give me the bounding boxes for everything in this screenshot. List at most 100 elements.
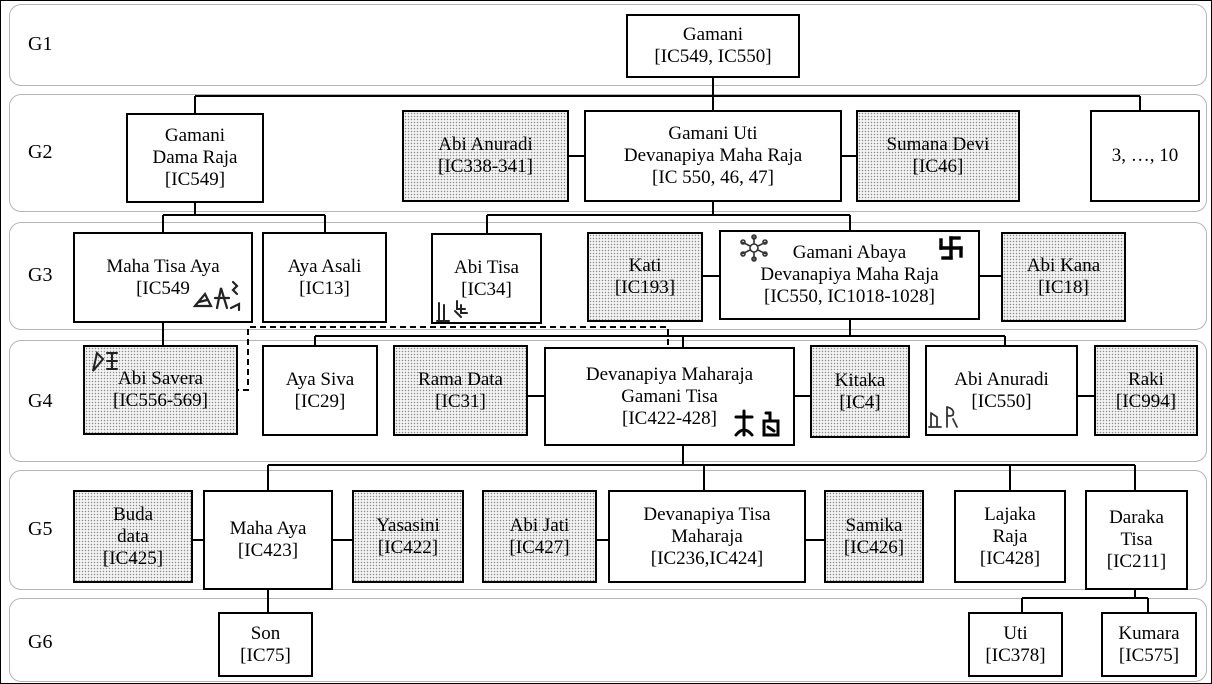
node-name-line-2: data: [117, 525, 149, 547]
node-gamani-tisa: Devanapiya Maharaja Gamani Tisa [IC422-4…: [544, 347, 795, 446]
node-inscriptions: [IC75]: [240, 644, 291, 666]
node-kumara: Kumara [IC575]: [1101, 612, 1197, 677]
node-inscriptions: [IC34]: [461, 278, 512, 300]
node-inscriptions: [IC549, IC550]: [654, 46, 772, 67]
node-name: Lajaka: [984, 503, 1036, 525]
node-name: Aya Siva: [285, 368, 355, 390]
node-uti: Uti [IC378]: [968, 612, 1063, 677]
node-lajaka-raja: Lajaka Raja [IC428]: [954, 490, 1066, 583]
node-buda-data: Buda data [IC425]: [73, 490, 193, 583]
node-name-line-2: Dama Raja: [152, 147, 238, 168]
node-inscriptions: [IC556-569]: [113, 390, 208, 411]
generation-label-g2: G2: [28, 141, 53, 163]
node-inscriptions: [IC549: [136, 277, 190, 299]
node-abi-kana: Abi Kana [IC18]: [1001, 232, 1126, 322]
node-name: Raki: [1128, 368, 1164, 390]
node-title: Devanapiya Maha Raja: [623, 145, 803, 166]
node-inscriptions: [IC378]: [985, 644, 1046, 666]
node-gamani-dama-raja: Gamani Dama Raja [IC549]: [126, 113, 264, 203]
node-title: Devanapiya Maha Raja: [760, 264, 939, 285]
node-inscriptions: [IC13]: [299, 277, 350, 299]
node-inscriptions: [IC46]: [912, 156, 964, 177]
node-inscriptions: [IC994]: [1115, 390, 1177, 412]
node-name: Abi Anuradi: [954, 368, 1049, 390]
inscription-glyph-icon: [92, 351, 118, 372]
node-name: Kitaka: [834, 369, 886, 391]
node-name: Maha Aya: [229, 518, 307, 539]
node-inscriptions: [IC426]: [843, 536, 905, 558]
node-maha-tisa-aya: Maha Tisa Aya [IC549: [73, 232, 253, 323]
node-inscriptions: [IC549]: [164, 169, 226, 190]
node-name: Yasasini: [376, 514, 440, 536]
six-armed-wheel-symbol-icon: [740, 234, 768, 262]
node-name: Maha Tisa Aya: [106, 255, 220, 277]
node-samika: Samika [IC426]: [824, 490, 924, 583]
node-name-line-2: Raja: [992, 525, 1028, 547]
generation-label-g1: G1: [28, 33, 53, 55]
node-abi-tisa: Abi Tisa [IC34]: [431, 233, 542, 324]
node-name: Daraka: [1109, 507, 1164, 528]
node-name: Aya Asali: [287, 255, 362, 277]
node-inscriptions: [IC425]: [102, 547, 164, 569]
node-name: Abi Anuradi: [438, 134, 533, 155]
node-name: Gamani Tisa: [621, 385, 718, 407]
inscription-glyph-icon: [192, 280, 241, 312]
generation-label-g6: G6: [28, 631, 53, 653]
node-yasasini: Yasasini [IC422]: [352, 490, 464, 583]
node-title: Maharaja: [671, 525, 743, 547]
node-kitaka: Kitaka [IC4]: [810, 345, 910, 438]
swastika-symbol-icon: [939, 236, 963, 260]
node-abi-savera: Abi Savera [IC556-569]: [83, 345, 238, 435]
node-inscriptions: [IC427]: [509, 536, 570, 558]
node-inscriptions: [IC575]: [1118, 644, 1180, 666]
node-name: Devanapiya Tisa: [643, 503, 771, 525]
node-name: Uti: [1003, 622, 1028, 644]
node-name: Kumara: [1118, 622, 1180, 644]
node-name: Rama Data: [418, 368, 503, 390]
generation-label-g3: G3: [28, 264, 53, 286]
node-name: Abi Kana: [1026, 255, 1101, 276]
node-son: Son [IC75]: [218, 612, 313, 677]
node-inscriptions: [IC193]: [614, 277, 676, 298]
node-title: Devanapiya Maharaja: [585, 363, 754, 385]
node-name: Abi Tisa: [454, 256, 519, 278]
node-name: Buda: [112, 503, 154, 525]
node-inscriptions: [IC236,IC424]: [650, 547, 764, 569]
node-name: Gamani Uti: [668, 123, 758, 144]
node-name: Abi Savera: [118, 368, 203, 389]
node-name: Gamani Abaya: [792, 242, 907, 263]
node-other-children: 3, …, 10: [1090, 110, 1200, 202]
node-name: Son: [250, 622, 281, 644]
node-aya-siva: Aya Siva [IC29]: [262, 345, 378, 436]
node-inscriptions: [IC338-341]: [438, 156, 533, 177]
node-name: Samika: [845, 514, 903, 536]
node-name: Abi Jati: [509, 514, 570, 536]
node-inscriptions: [IC428]: [979, 547, 1041, 569]
node-inscriptions: [IC18]: [1038, 277, 1089, 298]
inscription-glyph-icon: [928, 406, 958, 428]
node-inscriptions: [IC31]: [435, 390, 486, 412]
inscription-glyph-icon: [734, 409, 780, 437]
node-gamani: Gamani [IC549, IC550]: [626, 14, 800, 78]
generation-label-g4: G4: [28, 390, 53, 412]
node-aya-asali: Aya Asali [IC13]: [262, 232, 387, 323]
node-abi-anuradi-g2: Abi Anuradi [IC338-341]: [402, 110, 569, 202]
node-abi-anuradi-g4: Abi Anuradi [IC550]: [925, 345, 1078, 436]
node-kati: Kati [IC193]: [587, 232, 703, 322]
node-devanapiya-tisa: Devanapiya Tisa Maharaja [IC236,IC424]: [608, 490, 806, 583]
node-name: Gamani: [682, 24, 744, 45]
node-name: Gamani: [164, 125, 226, 146]
node-rama-data: Rama Data [IC31]: [393, 345, 528, 436]
node-daraka-tisa: Daraka Tisa [IC211]: [1085, 490, 1188, 590]
node-gamani-abaya: Gamani Abaya Devanapiya Maha Raja [IC550…: [719, 230, 980, 320]
node-name: Kati: [628, 255, 662, 276]
node-name-line-2: Tisa: [1120, 529, 1153, 550]
generation-label-g5: G5: [28, 518, 53, 540]
generation-band-1: [9, 4, 1207, 86]
node-maha-aya: Maha Aya [IC423]: [203, 490, 333, 590]
inscription-glyph-icon: [436, 300, 468, 322]
node-name: 3, …, 10: [1111, 145, 1179, 166]
node-sumana-devi: Sumana Devi [IC46]: [856, 110, 1020, 202]
node-gamani-uti: Gamani Uti Devanapiya Maha Raja [IC 550,…: [584, 110, 842, 202]
